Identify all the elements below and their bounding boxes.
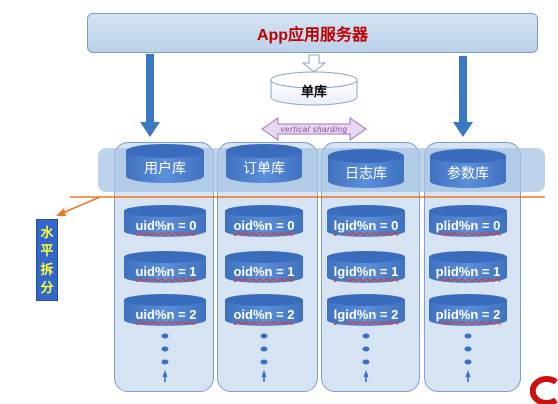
table-cylinder-user-0 (124, 205, 206, 237)
table-label-order-2: oid%n = 2 (233, 307, 295, 322)
table-label-user-0: uid%n = 0 (135, 218, 197, 233)
table-cylinder-user-1 (124, 251, 206, 283)
table-label-log-1: lgid%n = 1 (333, 264, 399, 279)
vertical-sharding-arrow (261, 117, 367, 141)
table-label-log-2: lgid%n = 2 (333, 307, 399, 322)
logo-mark (530, 376, 558, 404)
table-label-param-1: plid%n = 1 (435, 264, 501, 279)
table-label-user-2: uid%n = 2 (135, 307, 197, 322)
ellipsis-dots-user (161, 333, 169, 382)
table-cylinder-log-2 (327, 294, 405, 326)
single-db-label: 单库 (300, 83, 327, 99)
table-cylinder-user-2 (124, 294, 206, 326)
db-cylinder-log (328, 149, 404, 188)
ellipsis-dots-log (362, 333, 370, 382)
ellipsis-dots-param (464, 333, 472, 382)
db-cylinder-user (126, 144, 204, 183)
arrow-right-down (453, 56, 473, 137)
table-label-user-1: uid%n = 1 (135, 264, 197, 279)
split-char-4: 分 (40, 280, 54, 296)
app-server-label: App应用服务器 (256, 27, 369, 44)
table-label-order-1: oid%n = 1 (233, 264, 295, 279)
db-label-user: 用户库 (144, 160, 186, 176)
horizontal-split-line (56, 196, 545, 216)
db-label-order: 订单库 (243, 160, 285, 176)
arrow-left-down (140, 54, 160, 137)
table-label-param-0: plid%n = 0 (435, 218, 501, 233)
split-char-3: 拆 (40, 261, 54, 277)
db-label-param: 参数库 (447, 165, 489, 181)
horizontal-split-label: 水 平 拆 分 (36, 219, 58, 301)
table-cylinder-order-0 (225, 205, 303, 237)
db-label-log: 日志库 (345, 165, 387, 181)
table-cylinder-param-0 (429, 205, 507, 237)
split-char-1: 水 (40, 224, 54, 240)
single-db-cylinder (270, 71, 358, 106)
split-char-2: 平 (40, 243, 54, 259)
table-cylinder-order-1 (225, 251, 303, 283)
table-cylinder-log-1 (327, 251, 405, 283)
table-label-param-2: plid%n = 2 (435, 307, 501, 322)
vertical-sharding-label: vertical sharding (280, 124, 348, 134)
app-server-box: App应用服务器 (87, 13, 538, 53)
db-cylinder-order (226, 144, 302, 183)
table-cylinder-param-2 (429, 294, 507, 326)
table-cylinder-order-2 (225, 294, 303, 326)
table-cylinder-param-1 (429, 251, 507, 283)
table-cylinder-log-0 (327, 205, 405, 237)
table-label-log-0: lgid%n = 0 (333, 218, 399, 233)
arrow-to-single-db (301, 54, 327, 73)
ellipsis-dots-order (260, 333, 268, 382)
table-label-order-0: oid%n = 0 (233, 218, 295, 233)
db-cylinder-param (430, 149, 506, 188)
